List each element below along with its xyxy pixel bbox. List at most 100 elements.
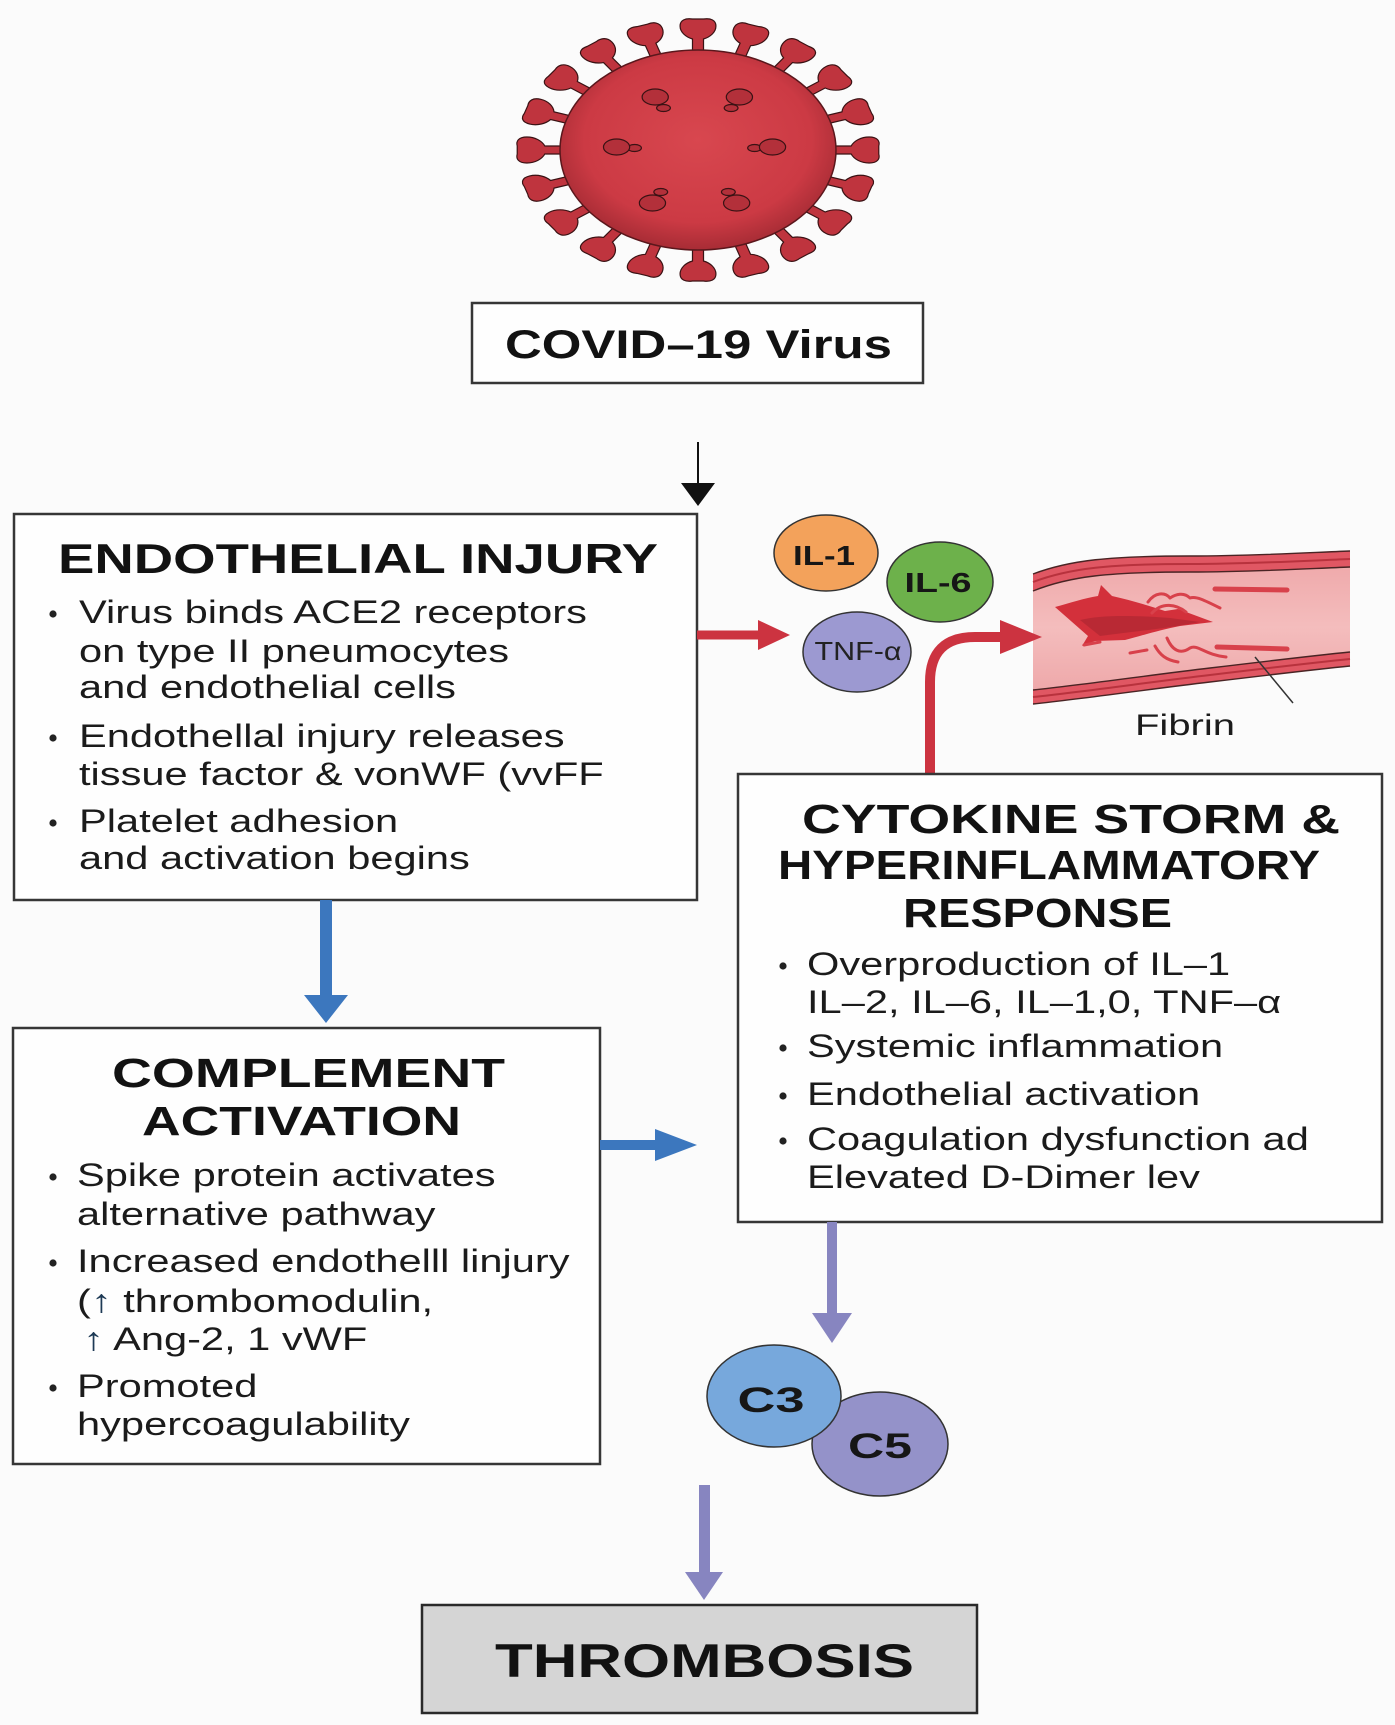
complement-activation-frame <box>11 1026 602 1466</box>
bullet-line: tissue factor & vonWF (vvFF <box>79 756 604 792</box>
cytokine-circle <box>773 514 879 592</box>
bullet-line: Increased endothelll linjury <box>77 1243 570 1279</box>
receptor-head <box>639 195 665 211</box>
receptor-stalk <box>724 105 738 112</box>
bullet-icon <box>779 962 787 970</box>
complement-protein-circle <box>706 1344 842 1448</box>
virus-illustration <box>516 17 880 283</box>
bullet-icon <box>779 1044 787 1052</box>
bullet-icon <box>49 610 57 618</box>
cytokine-storm-frame <box>736 772 1384 1224</box>
arrow-shaft <box>827 1222 837 1314</box>
virus-receptor <box>721 189 749 212</box>
cytokine-storm-title-line: CYTOKINE STORM & <box>802 796 1340 842</box>
bullet-item: Endothellal injury releases tissue facto… <box>49 718 604 792</box>
bullet-item: Systemic inflammation <box>779 1028 1223 1064</box>
fibrin-strand <box>1153 644 1180 664</box>
cytokine-label: IL-1 <box>793 540 855 571</box>
cytokine-storm-box: CYTOKINE STORM & HYPERINFLAMMATORY RESPO… <box>736 772 1384 1224</box>
cytokine-tnf-alpha: TNF-α <box>802 611 912 693</box>
virus-receptor <box>724 89 752 112</box>
receptor-stalk <box>654 189 668 196</box>
bullet-line: Systemic inflammation <box>807 1028 1223 1064</box>
complement-title-line: COMPLEMENT <box>112 1050 505 1096</box>
complement-protein-circle <box>811 1391 949 1497</box>
cytokine-circle <box>802 611 912 693</box>
cytokine-storm-title-line: RESPONSE <box>903 890 1172 936</box>
bullet-icon <box>49 1384 57 1392</box>
endothelial-injury-title: ENDOTHELIAL INJURY <box>58 535 658 582</box>
thrombosis-label: THROMBOSIS <box>495 1634 914 1687</box>
bullet-line: Promoted <box>77 1368 257 1404</box>
arrow-head-icon <box>685 1572 723 1600</box>
vessel-outline <box>1032 550 1351 575</box>
fibrin-strand <box>1212 586 1290 593</box>
bullet-line: Virus binds ACE2 receptors <box>79 594 587 630</box>
bullet-icon <box>779 1092 787 1100</box>
thrombosis-box: THROMBOSIS <box>420 1603 979 1715</box>
receptor-head <box>603 139 629 155</box>
arrow-shaft <box>925 632 1004 775</box>
vessel-outline <box>1032 665 1351 705</box>
bullet-icon <box>49 1259 57 1267</box>
virus-label: COVID–19 Virus <box>505 323 892 367</box>
complement-title-line: ACTIVATION <box>142 1098 461 1144</box>
bullet-item: Virus binds ACE2 receptors on type II pn… <box>49 594 587 705</box>
cytokine-label: IL-6 <box>905 567 972 598</box>
bullet-line: Elevated D-Dimer lev <box>807 1159 1200 1195</box>
virus-label-box: COVID–19 Virus <box>470 301 925 385</box>
virus-receptor <box>639 189 667 212</box>
virus-body <box>560 50 836 250</box>
bullet-line: Platelet adhesion <box>79 803 398 839</box>
fibrin-strand <box>1128 648 1149 655</box>
bullet-item: Promoted hypercoagulability <box>49 1368 410 1442</box>
arrow-head-icon <box>681 483 715 506</box>
arrow-head-icon <box>304 995 348 1023</box>
complement-proteins: C5 C3 <box>706 1344 949 1497</box>
bullet-line: Coagulation dysfunction ad <box>807 1121 1309 1157</box>
virus-label-frame <box>470 301 925 385</box>
up-arrow-icon: ↑ <box>91 1283 112 1319</box>
arrow-endothelial-to-complement <box>304 900 348 1023</box>
fibrin-leader-line <box>1254 656 1294 704</box>
bullet-line: hypercoagulability <box>77 1406 410 1442</box>
bullet-item: Overproduction of IL–1 IL–2, IL–6, IL–1,… <box>779 946 1281 1020</box>
thrombosis-frame <box>420 1603 979 1715</box>
complement-protein-label: C3 <box>738 1381 805 1420</box>
fibrin-strand <box>1214 644 1290 652</box>
vessel-wall-top <box>1033 551 1350 591</box>
bullet-icon <box>49 734 57 742</box>
bullet-line: Overproduction of IL–1 <box>807 946 1230 982</box>
receptor-head <box>726 89 752 105</box>
fibrin-strands <box>1082 586 1290 664</box>
bullet-line: and endothelial cells <box>79 669 456 705</box>
vessel-outline <box>1032 651 1351 691</box>
bullet-icon <box>779 1137 787 1145</box>
bullet-line: and activation begins <box>79 840 470 876</box>
cytokine-il6: IL-6 <box>886 541 994 623</box>
arrow-to-thrombosis <box>685 1485 723 1600</box>
receptor-head <box>724 195 750 211</box>
bullet-line: Spike protein activates <box>77 1157 496 1193</box>
bullet-item: Endothelial activation <box>779 1076 1200 1112</box>
bullet-line: IL–2, IL–6, IL–1,0, TNF–α <box>807 984 1281 1020</box>
arrow-cytokine-storm-to-vessel <box>925 620 1042 775</box>
bullet-line: ↑ Ang-2, 1 vWF <box>83 1321 367 1357</box>
endothelial-injury-box: ENDOTHELIAL INJURY Virus binds ACE2 rece… <box>12 512 699 902</box>
arrow-shaft <box>600 1140 657 1150</box>
arrow-complement-to-cytokine-storm <box>600 1129 697 1161</box>
arrow-head-icon <box>758 620 790 650</box>
arrow-head-icon <box>655 1129 697 1161</box>
arrow-shaft <box>699 1485 710 1573</box>
blood-clot-shadow <box>1080 615 1200 636</box>
up-arrow-icon: ↑ <box>83 1321 104 1357</box>
fibrin-strand <box>1146 592 1222 610</box>
arrow-head-icon <box>812 1313 852 1343</box>
bullet-line: Endothelial activation <box>807 1076 1200 1112</box>
virus-receptor <box>748 139 786 155</box>
bullet-icon <box>49 1173 57 1181</box>
complement-c5: C5 <box>811 1391 949 1497</box>
receptor-head <box>759 139 785 155</box>
arrow-virus-to-endothelial <box>681 442 715 506</box>
arrow-head-icon <box>1000 620 1042 654</box>
